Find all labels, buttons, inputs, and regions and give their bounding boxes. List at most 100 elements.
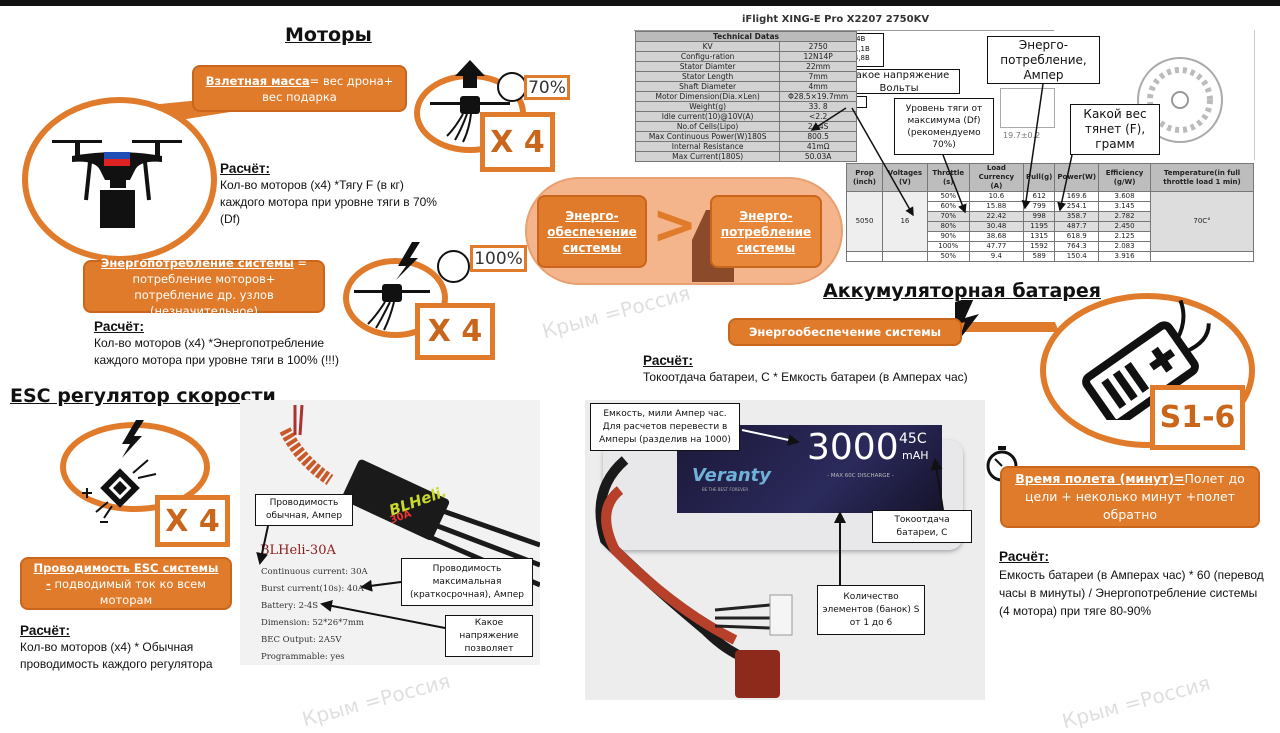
table-cell: Shaft Diameter [634, 81, 781, 92]
motors-calc-power: Расчёт:Кол-во моторов (x4) *Энергопотреб… [94, 318, 354, 369]
drone-icon [52, 140, 182, 228]
calc-text: Кол-во моторов (x4) * Обычная проводимос… [20, 640, 213, 671]
performance-table: Prop (inch)Voltages (V)Throttle (s)Load … [845, 163, 1254, 262]
motor-drawing-area [1055, 30, 1255, 160]
table-cell: 169.6 [1054, 191, 1100, 202]
battery-connector [955, 300, 1059, 340]
table-cell: 487.7 [1054, 221, 1100, 232]
table-cell: 612 [1023, 191, 1056, 202]
column-header: Load Currency (A) [968, 163, 1025, 192]
table-cell: 22mm [779, 61, 857, 72]
table-cell: Motor Dimension(Dia.×Len) [634, 91, 781, 102]
table-cell: Internal Resistance [634, 141, 781, 152]
column-header: Power(W) [1054, 163, 1100, 192]
table-cell: Max Current(180S) [634, 151, 781, 162]
table-cell: 150.4 [1054, 251, 1100, 262]
table-cell: 50% [926, 191, 970, 202]
flight-time-box: Время полета (минут)=Полет до цели + нек… [1000, 466, 1260, 528]
clock-icon [497, 72, 527, 102]
table-cell: 998 [1023, 211, 1056, 222]
table-cell: 254.1 [1054, 201, 1100, 212]
cells-range-badge: S1-6 [1150, 385, 1245, 450]
battery-unit: mAH [902, 449, 929, 462]
energy-consumption-label: Энерго-потребление системы [720, 208, 812, 255]
table-cell: 90% [926, 231, 970, 242]
callout-c-rating: Токоотдача батареи, С [872, 510, 972, 543]
table-cell: 800.5 [779, 131, 857, 142]
table-cell: <2.2 [779, 111, 857, 122]
table-cell: 16 [882, 191, 928, 252]
table-cell: 2.782 [1098, 211, 1152, 222]
table-cell: 2~4S [779, 121, 857, 132]
throttle-100-badge: 100% [470, 245, 527, 272]
motor-drawing [1137, 57, 1223, 143]
column-header: Prop (inch) [845, 163, 884, 192]
table-cell: 764.3 [1054, 241, 1100, 252]
system-power-box: Энергопотребление системы = потребление … [83, 256, 325, 318]
takeoff-mass-term: Взлетная масса [205, 73, 310, 88]
motor-x4-badge: X 4 [415, 303, 495, 360]
esc-arrows [256, 525, 446, 629]
callout-cells: Количество элементов (банок) S от 1 до 6 [817, 585, 925, 635]
battery-brand: Veranty [692, 465, 772, 486]
dimension-label: 19.7±0.2 [1003, 131, 1041, 140]
column-header: Temperature(in full throttle load 1 min) [1150, 163, 1254, 192]
table-cell: 70C° [1150, 191, 1254, 252]
callout-burst-current: Проводимость максимальная (краткосрочная… [401, 558, 533, 606]
table-cell [882, 251, 928, 262]
battery-supply-box: Энергообеспечение системы [728, 318, 962, 346]
esc-conductivity-box: Проводимость ESC системы - подводимый то… [20, 557, 232, 610]
table-cell: 1195 [1023, 221, 1056, 232]
table-row: Weight(g)33. 8 [634, 101, 857, 112]
table-cell [1150, 251, 1254, 262]
battery-discharge: - MAX 60C DISCHARGE - [827, 473, 894, 479]
battery-arrows [741, 429, 944, 585]
callout-throttle: Уровень тяги от максимума (Df) (рекоменд… [894, 98, 994, 155]
spec-line: Burst current(10s): 40A [261, 584, 364, 594]
motor-thrust-icon [430, 60, 510, 143]
table-cell: KV [634, 41, 781, 52]
table-cell: 30.48 [968, 221, 1025, 232]
esc-spec-list: Continuous current: 30A Burst current(10… [261, 564, 368, 666]
table-cell: 2.083 [1098, 241, 1152, 252]
table-cell: Stator Diamter [634, 61, 781, 72]
column-header: Pull(g) [1023, 163, 1056, 192]
battery-photo: Veranty BE THE BEST FOREVER 3000 45C mAH… [585, 400, 985, 700]
calc-label: Расчёт: [999, 549, 1049, 564]
esc-title: ESC регулятор скорости [10, 385, 276, 407]
divider [634, 30, 1054, 31]
table-cell: Max Continuous Power(W)180S [634, 131, 781, 142]
table-row: Idle current(10)@10V(A)<2.2 [634, 111, 857, 122]
table-header: Technical Datas [635, 31, 857, 42]
table-cell: 5050 [845, 191, 884, 252]
battery-calc-flight: Расчёт:Емкость батареи (в Амперах час) *… [999, 548, 1269, 620]
table-cell: Stator Length [634, 71, 781, 82]
table-cell: 12N14P [779, 51, 857, 62]
table-cell: 4mm [779, 81, 857, 92]
takeoff-mass-box: Взлетная масса= вес дрона+ вес подарка [192, 65, 407, 112]
clock-icon [437, 250, 470, 283]
callout-pull: Какой вес тянет (F), грамм [1070, 104, 1160, 155]
takeoff-mass-text: = вес дрона+ вес подарка [262, 73, 394, 104]
calc-label: Расчёт: [20, 623, 70, 638]
system-power-text: = потребление моторов+ потребление др. у… [132, 255, 308, 318]
spec-line: Programmable: yes [261, 652, 345, 662]
table-row: No.of Cells(Lipo)2~4S [634, 121, 857, 132]
table-cell: Weight(g) [634, 101, 781, 112]
table-cell: 38.68 [968, 231, 1025, 242]
table-cell: 3.145 [1098, 201, 1152, 212]
motor-model-title: iFlight XING-E Pro X2207 2750KV [742, 14, 930, 25]
battery-calc-supply: Расчёт:Токоотдача батареи, С * Емкость б… [643, 352, 1023, 386]
calc-text: Кол-во моторов (x4) *Тягу F (в кг) каждо… [220, 178, 437, 226]
flight-time-term: Время полета (минут)= [1015, 471, 1185, 486]
esc-model-name: BLHeli-30A [260, 543, 336, 558]
watermark: Крым =Россия [1059, 670, 1213, 733]
column-header: Efficiency (g/W) [1098, 163, 1152, 192]
